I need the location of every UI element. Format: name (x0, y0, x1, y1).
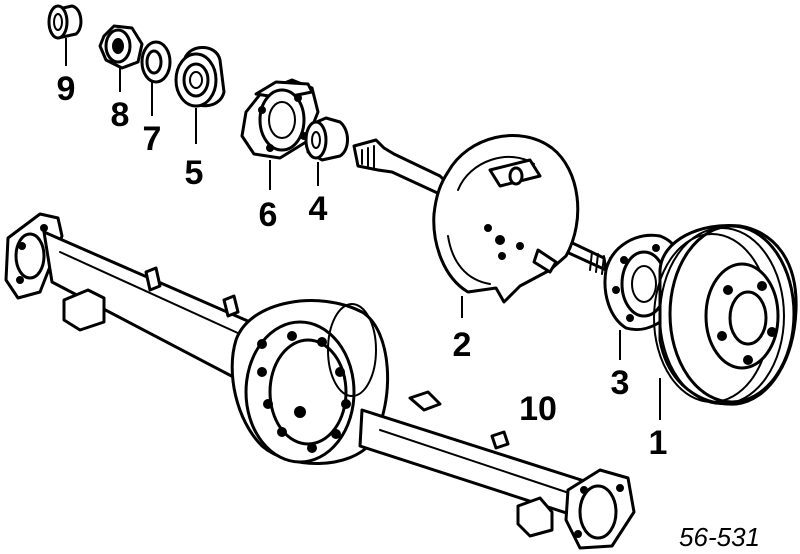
axle-housing (4, 212, 636, 550)
label-8: 8 (111, 96, 130, 134)
callout-lines (65, 38, 661, 420)
retainer-plate-part-6 (240, 78, 320, 160)
bush-part-9 (47, 4, 83, 40)
label-1: 1 (649, 424, 668, 462)
backing-plate-part-2 (432, 134, 580, 304)
label-7: 7 (143, 120, 162, 158)
diagram-code: 56-531 (679, 522, 760, 552)
lock-nut-part-8 (98, 24, 144, 70)
label-5: 5 (185, 154, 204, 192)
label-3: 3 (611, 364, 630, 402)
label-6: 6 (259, 196, 278, 234)
bearing-part-5 (174, 46, 226, 108)
brake-drum-part-1 (653, 223, 798, 406)
label-10: 10 (519, 390, 557, 428)
label-2: 2 (453, 326, 472, 364)
label-9: 9 (57, 70, 76, 108)
label-4: 4 (309, 190, 328, 228)
callout-numbers: 9 8 7 5 6 4 2 3 10 1 56-531 (57, 70, 760, 552)
washer-part-7 (140, 40, 172, 84)
sleeve-part-4 (304, 116, 349, 162)
